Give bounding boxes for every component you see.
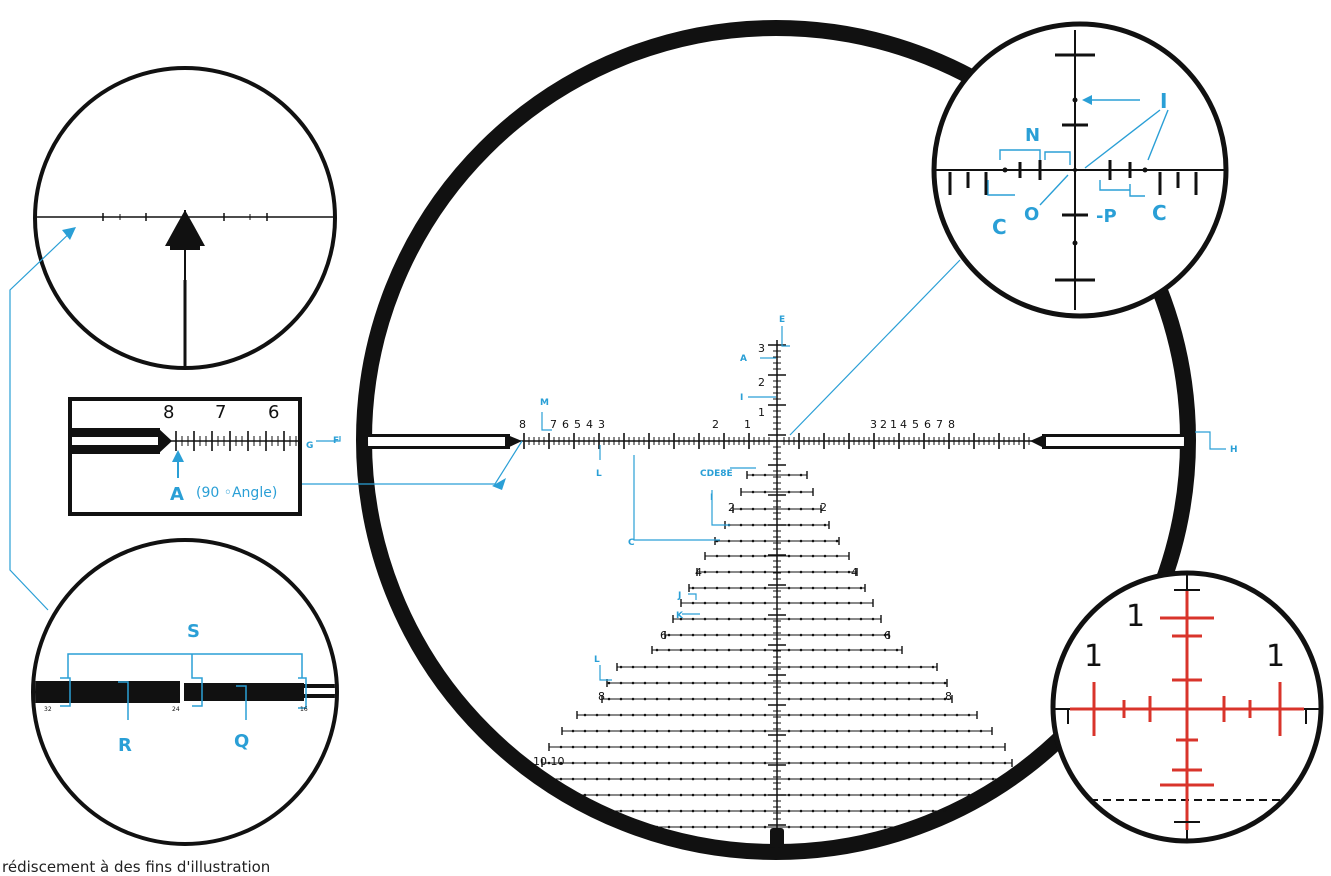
callout-M: M bbox=[540, 398, 549, 408]
callout-I2: I bbox=[710, 493, 713, 503]
callout-E: E bbox=[779, 315, 785, 325]
bottom-post bbox=[770, 828, 784, 848]
circle-overview bbox=[9, 66, 337, 611]
tick-24: 24 bbox=[172, 706, 180, 713]
right-number-4: 4 bbox=[900, 418, 907, 431]
label-C-right: C bbox=[1152, 201, 1167, 225]
circle-post-detail: S R Q 32 24 16 bbox=[31, 538, 339, 846]
inset-number-6: 6 bbox=[268, 402, 279, 423]
right-number-2: 2 bbox=[880, 418, 887, 431]
lower-right-number-2: 2 bbox=[820, 501, 827, 514]
callout-L: L bbox=[596, 469, 602, 479]
label-Q: Q bbox=[234, 731, 249, 752]
callout-I: I bbox=[740, 393, 743, 403]
red-number-right: 1 bbox=[1266, 639, 1285, 674]
lower-right-number-6: 6 bbox=[884, 629, 891, 642]
label-O: O bbox=[1024, 204, 1039, 225]
top-number-3: 3 bbox=[758, 342, 765, 355]
lower-right-number-4: 4 bbox=[851, 566, 858, 579]
lower-left-number-2: 2 bbox=[728, 501, 735, 514]
label-C-left: C bbox=[992, 215, 1007, 239]
red-number-top: 1 bbox=[1126, 599, 1145, 634]
callout-L2: L bbox=[594, 655, 600, 665]
inset-callout-angle: (90 ◦Angle) bbox=[196, 485, 277, 501]
left-number-8: 8 bbox=[519, 418, 526, 431]
inset-number-8: 8 bbox=[163, 402, 174, 423]
right-number-7: 7 bbox=[936, 418, 943, 431]
inset-callout-A: A bbox=[170, 484, 184, 505]
lower-left-number-8: 8 bbox=[598, 690, 605, 703]
right-number-3: 3 bbox=[870, 418, 877, 431]
callout-G: G bbox=[306, 441, 313, 451]
windage-tree bbox=[526, 471, 1028, 831]
right-number-1: 1 bbox=[890, 418, 897, 431]
lower-left-number-4: 4 bbox=[695, 566, 702, 579]
label-I: I bbox=[1160, 89, 1167, 113]
horizontal-hash-marks bbox=[523, 433, 1030, 449]
label-P: -P bbox=[1096, 206, 1117, 227]
callout-K: K bbox=[676, 611, 684, 621]
callout-A: A bbox=[740, 354, 747, 364]
left-number-7: 7 bbox=[550, 418, 557, 431]
callout-C: C bbox=[628, 538, 635, 548]
left-number-4: 4 bbox=[586, 418, 593, 431]
callout-F: F bbox=[333, 436, 339, 446]
left-number-6: 6 bbox=[562, 418, 569, 431]
lower-right-number-8: 8 bbox=[945, 690, 952, 703]
red-number-left: 1 bbox=[1084, 639, 1103, 674]
left-number-5: 5 bbox=[574, 418, 581, 431]
inset-number-7: 7 bbox=[215, 402, 226, 423]
right-number-5: 5 bbox=[912, 418, 919, 431]
left-number-3: 3 bbox=[598, 418, 605, 431]
callout-CDEF: CDE8E bbox=[700, 469, 733, 479]
label-N: N bbox=[1025, 125, 1040, 146]
right-number-6: 6 bbox=[924, 418, 931, 431]
left-number-2: 2 bbox=[712, 418, 719, 431]
tick-16: 16 bbox=[300, 706, 308, 713]
circle-center-detail: I N O -P C C bbox=[931, 21, 1229, 319]
label-S: S bbox=[187, 621, 200, 642]
left-number-1: 1 bbox=[744, 418, 751, 431]
number-10-10: 10 10 bbox=[533, 755, 565, 768]
callout-J: J bbox=[677, 591, 681, 601]
right-number-8: 8 bbox=[948, 418, 955, 431]
label-R: R bbox=[118, 735, 132, 756]
top-number-1: 1 bbox=[758, 406, 765, 419]
callout-H: H bbox=[1230, 445, 1238, 455]
lower-left-number-6: 6 bbox=[660, 629, 667, 642]
top-number-2: 2 bbox=[758, 376, 765, 389]
tick-32: 32 bbox=[44, 706, 52, 713]
inset-detail: 8 7 6 A (90 ◦Angle) bbox=[68, 397, 302, 516]
caption: rédiscement à des fins d'illustration bbox=[2, 858, 271, 876]
main-callouts bbox=[300, 259, 1226, 681]
circle-illuminated-detail: 1 1 1 bbox=[1050, 570, 1324, 844]
